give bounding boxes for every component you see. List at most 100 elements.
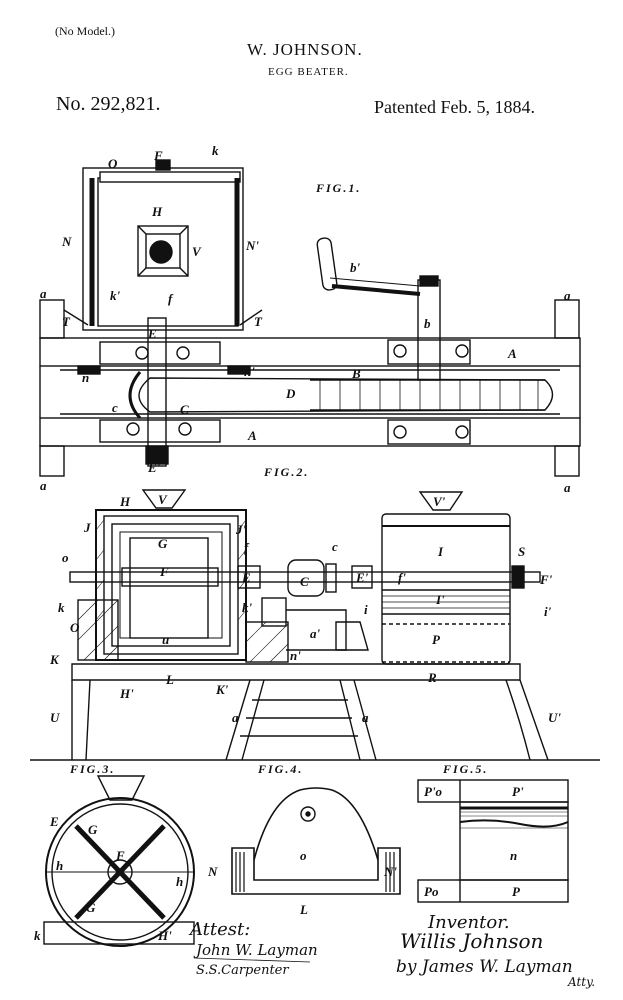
fig2-label: F xyxy=(159,564,169,579)
fig2-caption: FIG.2. xyxy=(263,465,309,479)
fig1-label: n' xyxy=(244,364,255,379)
figure-4-bracket xyxy=(231,787,401,895)
frame-post-br xyxy=(554,445,580,477)
fig1-label: D xyxy=(285,386,296,401)
fig3-label: G xyxy=(86,900,96,915)
inventor-label: Inventor. xyxy=(427,912,510,933)
fig2-label: R xyxy=(427,670,437,685)
fig2-label: n' xyxy=(290,648,301,663)
fig2-label: L xyxy=(165,672,174,687)
fig5-label: P xyxy=(512,884,521,899)
opening-frame xyxy=(137,225,189,277)
fig2-label: a xyxy=(362,710,369,725)
fig5-label: Po xyxy=(424,884,439,899)
fig2-label: K' xyxy=(215,682,229,697)
fig4-reference-labels: o N N' L xyxy=(207,848,397,917)
fig2-label: F' xyxy=(539,572,553,587)
fig2-label: H' xyxy=(119,686,134,701)
fig3-reference-labels: E G F h h G k H' xyxy=(34,814,183,943)
drive-belt xyxy=(138,377,554,413)
attorney-suffix: Atty. xyxy=(567,975,595,989)
fig3-label: k xyxy=(34,928,41,943)
fig1-label: T xyxy=(254,314,263,329)
fig1-label: a xyxy=(564,288,571,303)
fig5-label: P'o xyxy=(424,784,443,799)
opening-hole xyxy=(149,240,173,264)
patent-number: No. 292,821. xyxy=(56,93,161,115)
main-shaft xyxy=(69,571,541,583)
fig2-label: P xyxy=(432,632,441,647)
patent-date: Patented Feb. 5, 1884. xyxy=(374,97,535,117)
fig1-label: a xyxy=(40,478,47,493)
fig2-label: c xyxy=(332,539,338,554)
figure-5-sieve xyxy=(417,779,569,903)
fig1-label: N' xyxy=(245,238,259,253)
fig1-label: E xyxy=(147,326,157,341)
figure-2-side-section xyxy=(30,489,600,761)
invention-title: EGG BEATER. xyxy=(268,66,349,78)
fig3-caption: FIG.3. xyxy=(69,762,115,776)
fig2-label: J xyxy=(83,520,91,535)
fig1-label: A xyxy=(507,346,517,361)
fig2-label: i xyxy=(364,602,368,617)
fig1-label: A xyxy=(247,428,257,443)
fig3-label: G xyxy=(88,822,98,837)
fig2-label: C xyxy=(300,574,309,589)
fig2-label: k' xyxy=(242,600,253,615)
model-note: (No Model.) xyxy=(55,24,115,38)
fig2-label: V xyxy=(158,492,168,507)
drum-i xyxy=(381,513,511,665)
fig3-label: F xyxy=(115,848,125,863)
inventor-name: W. JOHNSON. xyxy=(247,40,363,59)
fig3-label: E xyxy=(49,814,59,829)
signature-block: Attest: John W. Layman S.S.Carpenter Inv… xyxy=(188,912,595,989)
frame-rail-upper xyxy=(39,337,581,367)
fig4-label: L xyxy=(299,902,308,917)
fig1-label: c xyxy=(112,400,118,415)
fig2-label: a' xyxy=(310,626,321,641)
witness-signature-2: S.S.Carpenter xyxy=(196,963,289,978)
figure-captions: FIG.1. FIG.2. FIG.3. FIG.4. FIG.5. xyxy=(69,181,488,776)
fig2-label: i' xyxy=(544,604,552,619)
fig2-label: U xyxy=(50,710,60,725)
fig1-label: T xyxy=(62,314,71,329)
fig1-label: O xyxy=(108,156,118,171)
fig2-label: u xyxy=(162,632,169,647)
fig2-label: E' xyxy=(355,570,369,585)
witness-signature-1: John W. Layman xyxy=(193,941,318,959)
fig5-caption: FIG.5. xyxy=(442,762,488,776)
fig4-caption: FIG.4. xyxy=(257,762,303,776)
fig4-label: o xyxy=(300,848,307,863)
fig1-label: f xyxy=(168,291,174,306)
fig1-label: k' xyxy=(110,288,121,303)
frame-rail-lower xyxy=(39,417,581,447)
fig2-label: S xyxy=(518,544,525,559)
frame-post-tl xyxy=(39,299,65,339)
fig5-label: n xyxy=(510,848,517,863)
fig3-label: H' xyxy=(157,928,172,943)
fig2-label: I' xyxy=(435,592,445,607)
fig2-label: O xyxy=(70,620,80,635)
fig5-reference-labels: P'o P' n Po P xyxy=(424,784,524,899)
fig1-label: E' xyxy=(147,460,161,475)
fig2-label: G xyxy=(158,536,168,551)
hopper-v xyxy=(141,489,187,509)
fig2-label: K xyxy=(49,652,60,667)
fig1-label: b' xyxy=(350,260,361,275)
fig2-label: a xyxy=(232,710,239,725)
hopper-v-prime xyxy=(418,491,464,511)
fig2-label: U' xyxy=(548,710,561,725)
fig1-label: k xyxy=(212,143,219,158)
attest-label: Attest: xyxy=(188,919,250,940)
fig2-label: V' xyxy=(433,494,446,509)
fig5-label: P' xyxy=(512,784,524,799)
fig1-reference-labels: O F k H V N N' b' a a k' f T T E b A n n… xyxy=(40,143,571,495)
fig1-caption: FIG.1. xyxy=(315,181,361,195)
fig2-label: H xyxy=(119,494,131,509)
fig2-label: E xyxy=(241,570,251,585)
inventor-signature: Willis Johnson xyxy=(400,929,543,953)
attorney-signature: by James W. Layman xyxy=(396,957,573,977)
fig3-label: h xyxy=(176,874,183,889)
fig1-label: H xyxy=(151,204,163,219)
